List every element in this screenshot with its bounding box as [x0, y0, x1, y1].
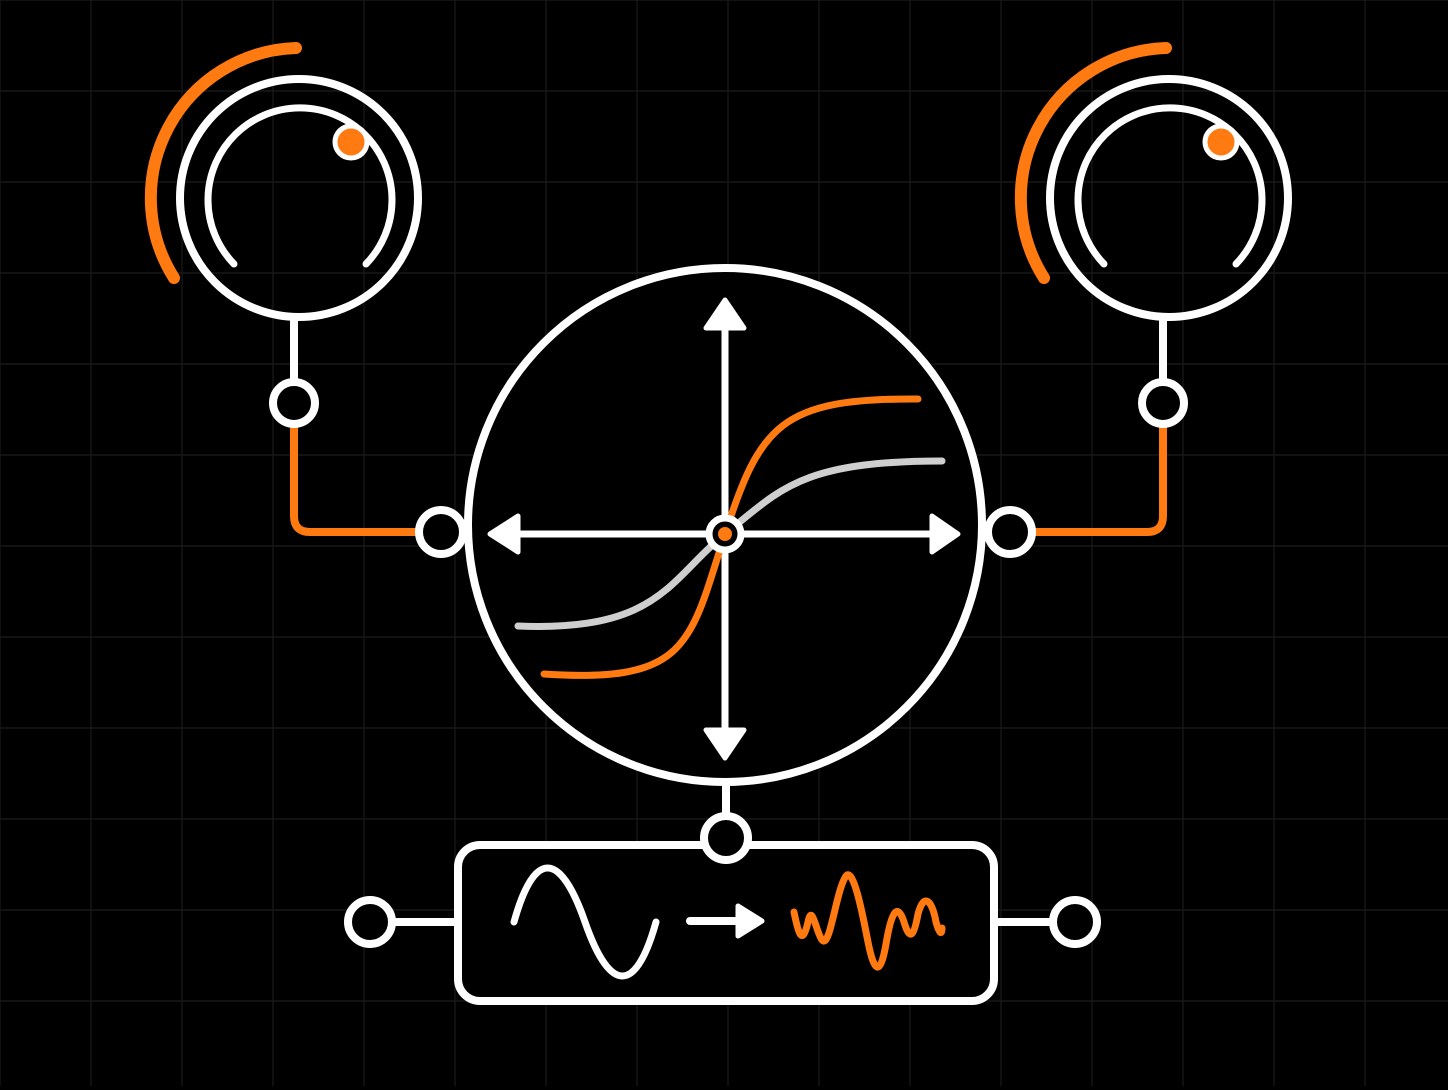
x-axis-arrow-left — [487, 513, 521, 555]
left-knob-indicator — [332, 123, 370, 161]
left-knob-node[interactable] — [269, 378, 319, 428]
right-knob-indicator — [1202, 123, 1240, 161]
transfer-graph — [464, 264, 986, 786]
right-knob-level-arc — [1014, 42, 1172, 284]
sine-wave-icon — [510, 864, 660, 980]
left-knob-scale-arc — [204, 104, 396, 268]
x-axis-arrow-right — [929, 513, 961, 555]
origin-dot — [718, 527, 732, 541]
block-output-node[interactable] — [1049, 896, 1101, 948]
left-knob-level-arc — [144, 42, 302, 284]
y-axis-arrow-down — [703, 727, 747, 761]
left-knob[interactable] — [144, 42, 422, 321]
left-signal-wire — [290, 422, 424, 536]
right-knob[interactable] — [1014, 42, 1292, 321]
right-signal-wire — [1028, 422, 1167, 536]
y-axis-arrow-up — [703, 297, 747, 331]
right-knob-scale-arc — [1074, 104, 1266, 268]
right-knob-node[interactable] — [1138, 378, 1188, 428]
arrow-right-icon — [735, 903, 765, 939]
block-input-node[interactable] — [344, 896, 396, 948]
process-block — [454, 841, 998, 1005]
graph-input-node[interactable] — [415, 506, 467, 558]
distorted-wave-icon — [790, 871, 946, 971]
graph-output-node[interactable] — [984, 506, 1036, 558]
right-knob-ring — [1046, 75, 1292, 321]
graph-bottom-node[interactable] — [700, 812, 752, 864]
left-knob-ring — [176, 75, 422, 321]
